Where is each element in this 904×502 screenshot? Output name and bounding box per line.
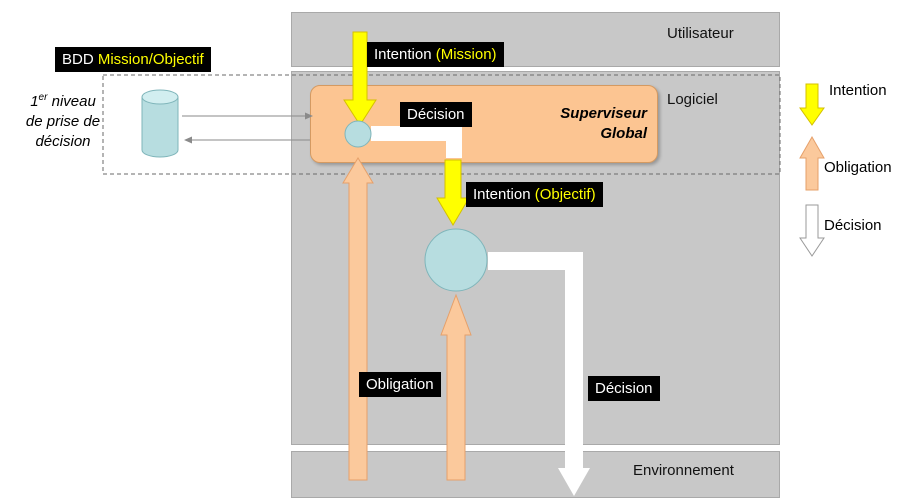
first-level-frame [102, 74, 781, 175]
intention-mission-highlight: (Mission) [435, 46, 497, 63]
intention-objectif-prefix: Intention [473, 186, 531, 203]
decision-arrow-top [371, 126, 462, 158]
legend-decision-arrow [799, 204, 825, 257]
supervisor-title-line2: Global [600, 125, 647, 142]
decision-arrow-bottom [488, 252, 590, 496]
first-level-ordinal: 1 [30, 93, 39, 110]
database-label-highlight: Mission/Objectif [97, 51, 204, 68]
legend-obligation-label: Obligation [824, 159, 892, 176]
obligation-label: Obligation [359, 372, 441, 397]
database-cylinder [141, 89, 179, 158]
intention-mission-prefix: Intention [374, 46, 432, 63]
supervisor-title-line1: Superviseur [560, 105, 647, 122]
legend-obligation-arrow [799, 135, 825, 191]
obligation-arrow-top [342, 157, 374, 481]
obligation-arrow-bottom [440, 293, 472, 481]
intention-objectif-highlight: (Objectif) [534, 186, 596, 203]
first-level-ordinal-suffix: er [38, 92, 48, 103]
first-level-note-line1: 1er niveau [13, 88, 113, 112]
intention-mission-label: Intention (Mission) [367, 42, 504, 67]
intention-arrow-objectif [436, 159, 470, 226]
database-label: BDD Mission/Objectif [55, 47, 211, 72]
environment-panel [291, 451, 780, 498]
environment-zone-label: Environnement [633, 462, 734, 479]
supervisor-title: Superviseur Global [510, 104, 647, 144]
first-level-line1-rest: niveau [47, 93, 96, 110]
first-level-note-line2: de prise de [25, 113, 101, 130]
local-decision-node [424, 228, 488, 292]
first-level-note-line3: décision [35, 133, 91, 150]
user-zone-label: Utilisateur [667, 25, 734, 42]
decision-top-label: Décision [400, 102, 472, 127]
supervisor-to-db-arrow [184, 136, 310, 144]
decision-bottom-label: Décision [588, 376, 660, 401]
software-zone-label: Logiciel [667, 91, 718, 108]
legend-decision-label: Décision [824, 217, 882, 234]
global-supervisor-box [310, 85, 658, 163]
supervisor-node [344, 120, 372, 148]
legend-intention-label: Intention [829, 82, 887, 99]
first-level-note: 1er niveau de prise de décision [13, 88, 113, 152]
intention-objectif-label: Intention (Objectif) [466, 182, 603, 207]
legend-intention-arrow [799, 83, 825, 126]
database-label-prefix: BDD [62, 51, 94, 68]
db-to-supervisor-arrow [182, 112, 313, 120]
